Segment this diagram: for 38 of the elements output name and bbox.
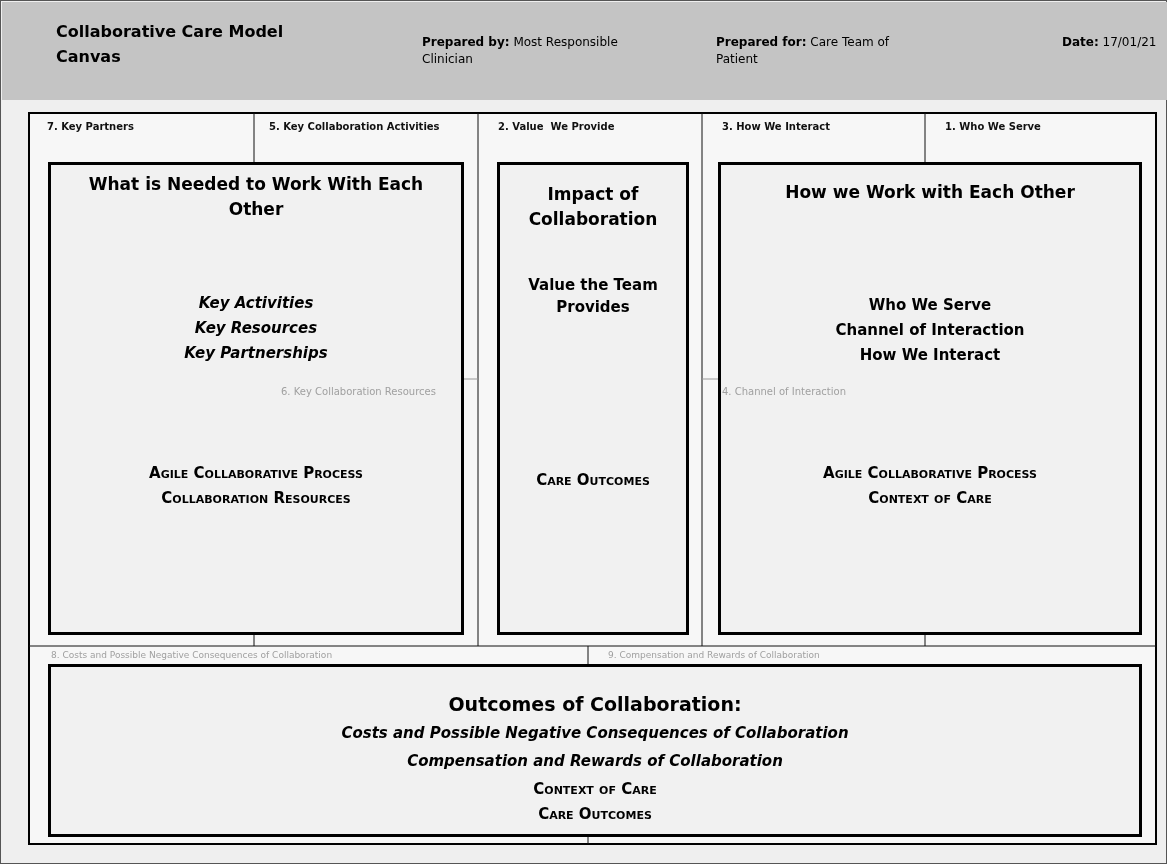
section-heading: How we Work with Each Other [785,181,1075,204]
section-text: Care Outcomes [536,471,650,489]
section-text: Who We Serve [868,295,992,316]
header-band [2,2,1167,100]
section-panel [497,162,689,635]
section-panel [48,162,464,635]
section-panel [48,664,1142,837]
section-text: Context of Care [868,489,992,507]
section-text: Care Outcomes [538,805,652,823]
cell-label: 9. Compensation and Rewards of Collaboration [608,649,821,661]
cell-label: 6. Key Collaboration Resources [281,386,437,398]
section-text: Agile Collaborative Process [823,464,1037,482]
section-text: Context of Care [533,780,657,798]
header-field: Prepared by: Most Responsible Clinician [422,34,622,68]
cell-label: 7. Key Partners [47,121,135,133]
section-text: Value the Team Provides [527,275,659,318]
section-text: Key Partnerships [184,344,328,362]
section-text: Collaboration Resources [161,489,351,507]
cell-label: 1. Who We Serve [945,121,1042,133]
cell-label: 3. How We Interact [722,121,831,133]
section-heading: Impact of Collaboration [527,183,659,231]
header-field: Prepared for: Care Team of Patient [716,34,906,68]
section-panel [718,162,1142,635]
section-text: Key Resources [194,319,318,337]
cell-label: 5. Key Collaboration Activities [269,121,441,133]
section-heading: Outcomes of Collaboration: [448,692,742,717]
section-text: Compensation and Rewards of Collaboration [407,752,783,770]
section-text: Channel of Interaction [835,320,1025,341]
canvas-title: Collaborative Care Model Canvas [56,21,285,68]
section-text: Costs and Possible Negative Consequences of Collaboration [341,724,849,742]
cell-label: 2. Value We Provide [498,121,616,133]
cell-label: 8. Costs and Possible Negative Consequences of Collaboration [51,649,334,661]
section-heading: What is Needed to Work With Each Other [87,173,425,221]
cell-label: 4. Channel of Interaction [722,386,848,398]
section-text: How We Interact [859,345,1001,366]
section-text: Key Activities [198,294,314,312]
section-text: Agile Collaborative Process [149,464,363,482]
header-field: Date: 17/01/21 [1062,34,1162,51]
